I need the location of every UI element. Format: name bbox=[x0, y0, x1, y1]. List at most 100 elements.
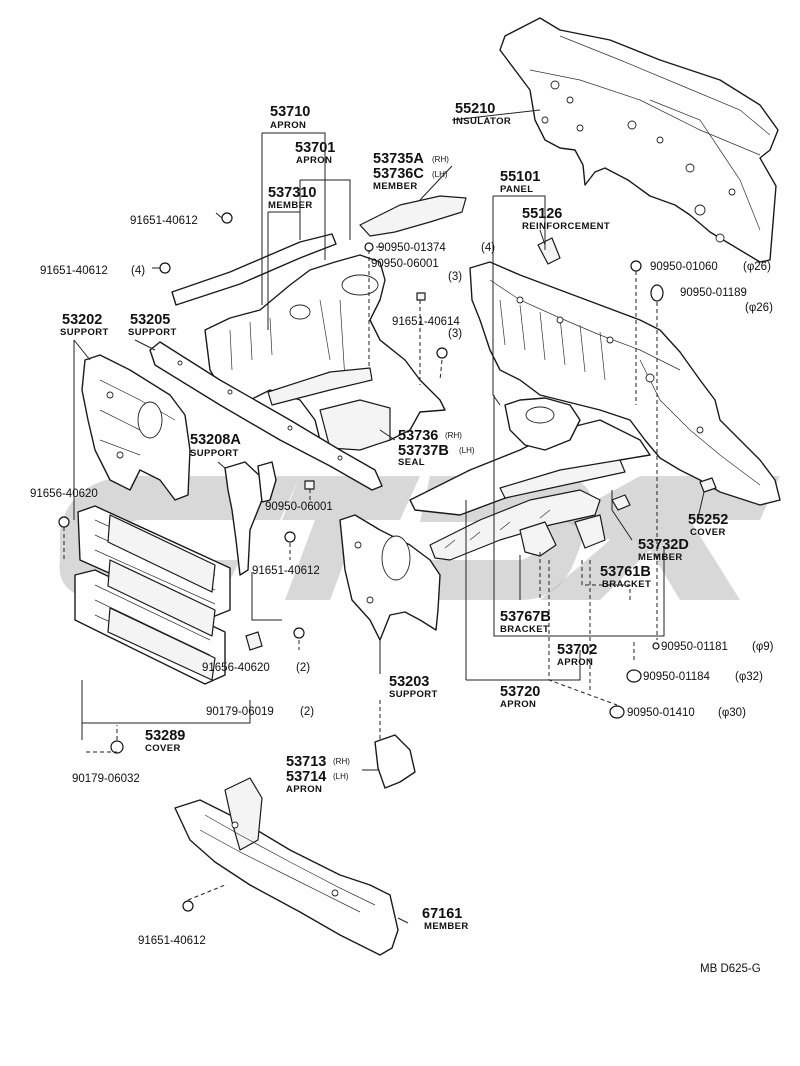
dash-panel-part bbox=[469, 261, 781, 506]
reinforcement-55126-part bbox=[537, 237, 561, 265]
part-name-53714: APRON bbox=[286, 784, 322, 795]
part-name-55126: REINFORCEMENT bbox=[522, 221, 610, 232]
fastener-90950-01184: 90950-01184 bbox=[643, 671, 711, 683]
part-name-537310: MEMBER bbox=[268, 200, 313, 211]
part-number-53205: 53205 bbox=[130, 312, 170, 328]
part-side-53736c: (LH) bbox=[432, 170, 448, 179]
fastener-qty-06001: (3) bbox=[448, 271, 462, 283]
part-name-53720: APRON bbox=[500, 699, 536, 710]
part-number-53714: 53714 bbox=[286, 769, 326, 785]
member-53735a-part bbox=[359, 195, 467, 237]
fastener-qty-40614: (3) bbox=[448, 328, 462, 340]
part-side-53735a: (RH) bbox=[432, 155, 449, 164]
part-name-53202: SUPPORT bbox=[60, 327, 109, 338]
fastener-90950-01181: 90950-01181 bbox=[661, 641, 728, 653]
part-name-53208a: SUPPORT bbox=[190, 448, 239, 459]
part-number-53202: 53202 bbox=[62, 312, 102, 328]
fastener-91651-40612-c: 91651-40612 bbox=[252, 565, 320, 577]
part-number-53702: 53702 bbox=[557, 642, 597, 658]
fastener-size-01060: (φ26) bbox=[743, 261, 771, 273]
part-number-55126: 55126 bbox=[522, 206, 562, 222]
bracket-53767b-part bbox=[519, 521, 557, 557]
fastener-90950-06001-b: 90950-06001 bbox=[265, 501, 333, 513]
clip-90179-06019-part bbox=[245, 631, 263, 651]
fastener-qty-01374: (4) bbox=[481, 242, 495, 254]
cover-55252-part bbox=[699, 477, 717, 493]
fastener-90950-01189: 90950-01189 bbox=[680, 287, 747, 299]
fastener-90950-01374: 90950-01374 bbox=[378, 242, 446, 254]
fastener-91656-40620-b: 91656-40620 bbox=[202, 662, 270, 674]
support-53202-part bbox=[81, 354, 191, 501]
part-name-53761b: BRACKET bbox=[602, 579, 651, 590]
part-name-55101: PANEL bbox=[500, 184, 534, 195]
bracket-53761b-part bbox=[574, 514, 606, 549]
part-name-53205: SUPPORT bbox=[128, 327, 177, 338]
part-number-55252: 55252 bbox=[688, 512, 728, 528]
part-name-53732d: MEMBER bbox=[638, 552, 683, 563]
part-number-53736c: 53736C bbox=[373, 166, 424, 182]
part-name-53736c: MEMBER bbox=[373, 181, 418, 192]
fastener-qty-06019: (2) bbox=[300, 706, 314, 718]
fastener-91656-40620-a: 91656-40620 bbox=[30, 488, 98, 500]
part-number-53203: 53203 bbox=[389, 674, 429, 690]
fastener-90179-06032: 90179-06032 bbox=[72, 773, 140, 785]
part-number-53289: 53289 bbox=[145, 728, 185, 744]
fastener-size-01184: (φ32) bbox=[735, 671, 763, 683]
part-side-53714: (LH) bbox=[333, 772, 349, 781]
fastener-91651-40612-b: 91651-40612 bbox=[40, 265, 108, 277]
fastener-91651-40612-d: 91651-40612 bbox=[138, 935, 206, 947]
fastener-symbols bbox=[58, 212, 664, 912]
part-number-55101: 55101 bbox=[500, 169, 540, 185]
part-number-53732d: 53732D bbox=[638, 537, 689, 553]
support-53208a-part bbox=[224, 461, 263, 576]
fastener-90950-06001-a: 90950-06001 bbox=[371, 258, 439, 270]
part-number-53735a: 53735A bbox=[373, 151, 424, 167]
part-name-53767b: BRACKET bbox=[500, 624, 549, 635]
part-side-53737b: (LH) bbox=[459, 446, 475, 455]
part-name-53203: SUPPORT bbox=[389, 689, 438, 700]
apron-rh-part bbox=[409, 397, 651, 561]
labels: 55210 INSULATOR 53710 APRON 53701 APRON … bbox=[30, 101, 774, 975]
part-number-55210: 55210 bbox=[455, 101, 495, 117]
fastener-size-01181: (φ9) bbox=[752, 641, 774, 653]
part-name-55210: INSULATOR bbox=[453, 116, 511, 127]
support-53203-part bbox=[339, 514, 441, 641]
part-number-537310: 537310 bbox=[268, 185, 316, 201]
fastener-90179-06019: 90179-06019 bbox=[206, 706, 274, 718]
part-side-53736: (RH) bbox=[445, 431, 462, 440]
part-number-67161: 67161 bbox=[422, 906, 462, 922]
dashed-lines bbox=[63, 250, 658, 901]
fastener-size-01410: (φ30) bbox=[718, 707, 746, 719]
apron-lh-part bbox=[171, 233, 446, 451]
part-name-67161: MEMBER bbox=[424, 921, 469, 932]
part-name-53289: COVER bbox=[145, 743, 181, 754]
part-number-53736: 53736 bbox=[398, 428, 438, 444]
fastener-91651-40612-a: 91651-40612 bbox=[130, 215, 198, 227]
diagram-code: MB D625-G bbox=[700, 963, 761, 975]
part-number-53701: 53701 bbox=[295, 140, 335, 156]
part-name-53737b: SEAL bbox=[398, 457, 425, 468]
fastener-qty-40620: (2) bbox=[296, 662, 310, 674]
cover-53289-part bbox=[74, 505, 231, 685]
support-53208a-rh-part bbox=[257, 461, 277, 503]
leader-lines bbox=[73, 109, 705, 924]
part-name-53702: APRON bbox=[557, 657, 593, 668]
part-number-53737b: 53737B bbox=[398, 443, 449, 459]
part-name-53710: APRON bbox=[270, 120, 306, 131]
fastener-91651-40614: 91651-40614 bbox=[392, 316, 460, 328]
fastener-90950-01410: 90950-01410 bbox=[627, 707, 695, 719]
fastener-size-01189: (φ26) bbox=[745, 302, 773, 314]
part-number-53720: 53720 bbox=[500, 684, 540, 700]
apron-53713-part bbox=[374, 734, 416, 789]
part-side-53713: (RH) bbox=[333, 757, 350, 766]
insulator-part bbox=[499, 17, 779, 263]
part-number-53208a: 53208A bbox=[190, 432, 241, 448]
fastener-90950-01060: 90950-01060 bbox=[650, 261, 718, 273]
part-number-53761b: 53761B bbox=[600, 564, 651, 580]
support-53205-part bbox=[149, 341, 383, 491]
part-number-53713: 53713 bbox=[286, 754, 326, 770]
part-name-55252: COVER bbox=[690, 527, 726, 538]
fastener-qty-b: (4) bbox=[131, 265, 145, 277]
member-67161-part bbox=[174, 777, 399, 956]
